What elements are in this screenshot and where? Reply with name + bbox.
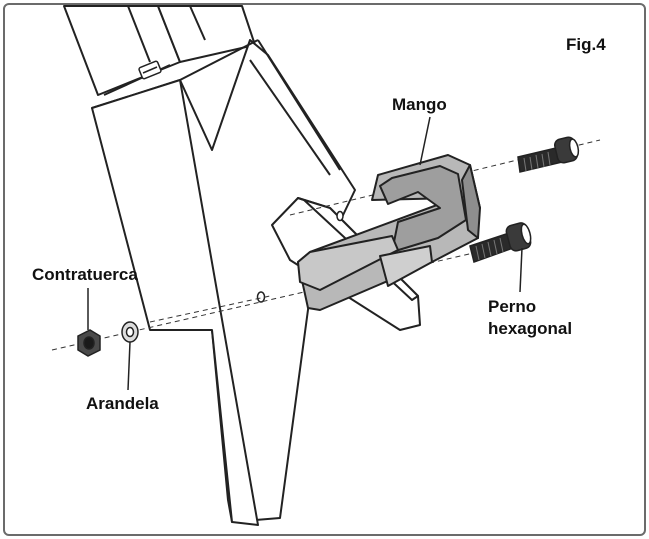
hex-bolt-upper-icon [517,136,580,173]
label-hex-bolt-line2: hexagonal [488,319,573,338]
hex-bolt-lower-icon [469,222,532,263]
handle [297,154,481,311]
label-hex-bolt-line1: Perno [488,297,537,316]
label-washer: Arandela [86,394,159,413]
bolt-hole-icon [256,210,344,303]
upper-tube [63,5,256,96]
lock-nut-icon [77,329,101,357]
label-lock-nut: Contratuerca [32,265,138,284]
set-screw-icon [138,60,162,80]
figure-number: Fig.4 [566,35,606,54]
label-handle: Mango [392,95,447,114]
washer-icon [121,321,139,343]
leader-line [87,116,523,391]
label-hex-bolt: Perno hexagonal [488,296,572,340]
figure-frame [3,3,646,536]
